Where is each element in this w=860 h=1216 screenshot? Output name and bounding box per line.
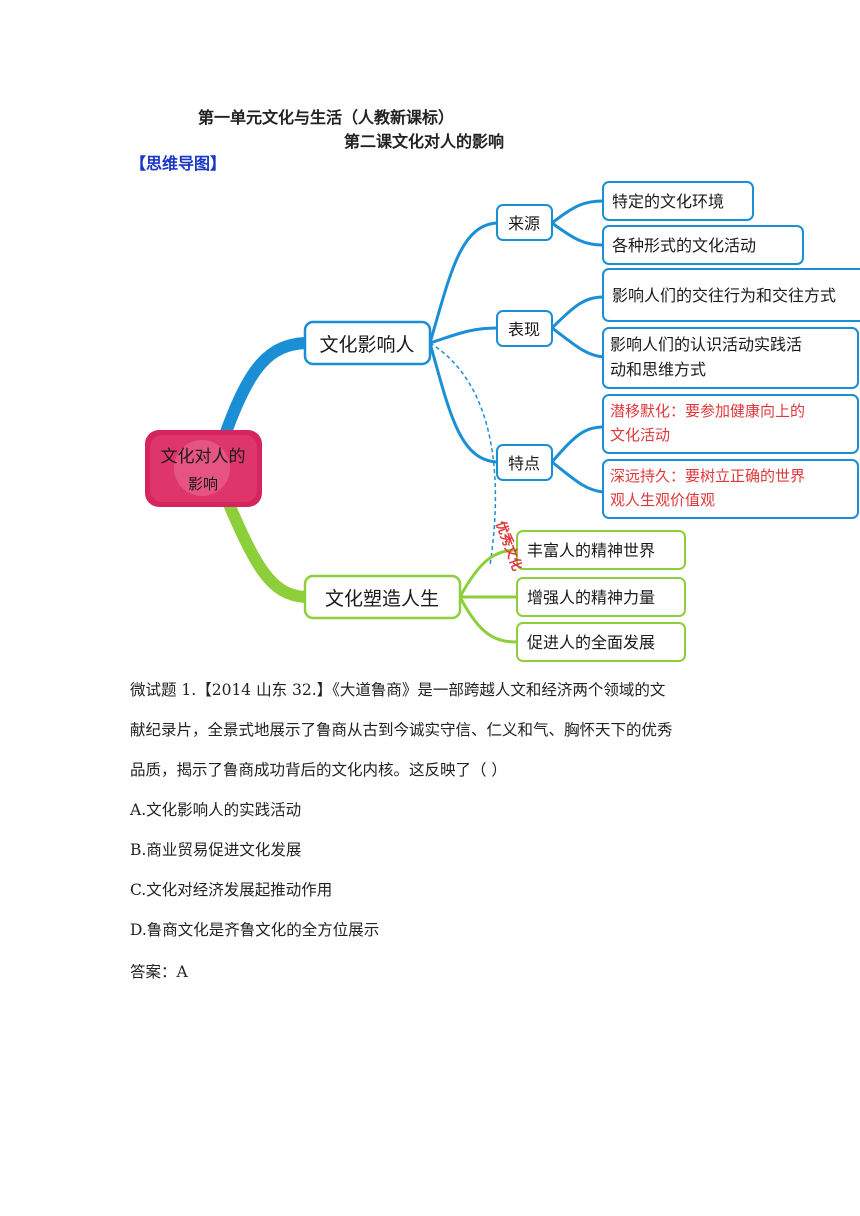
branch1-node: 文化影响人: [303, 320, 432, 366]
dashed-arc-connector: [429, 342, 497, 566]
root-to-branch2-connector: [219, 489, 311, 603]
root-node: 文化对人的 影响: [145, 430, 262, 507]
branch1-to-source-connector: [428, 221, 498, 344]
answer: 答案：A: [130, 963, 188, 981]
leaf-trait-1-line2: 文化活动: [610, 426, 670, 444]
leaf-trait-1: 潜移默化：要参加健康向上的 文化活动: [602, 394, 859, 454]
lesson-title: 第二课文化对人的影响: [344, 132, 505, 151]
leaf-expression-2-line2: 动和思维方式: [610, 360, 706, 379]
branch2-to-leaf3: [458, 596, 518, 644]
leaf-trait-1-line1: 潜移默化：要参加健康向上的: [610, 402, 805, 420]
sub-node-trait: 特点: [496, 444, 553, 481]
question-line-3: 品质，揭示了鲁商成功背后的文化内核。这反映了（ ）: [130, 761, 507, 779]
expression-to-leaf2: [551, 326, 604, 359]
branch1-to-trait-connector: [428, 342, 498, 464]
leaf-expression-1-text: 影响人们的交往行为和交往方式: [612, 286, 836, 305]
source-to-leaf2: [551, 221, 604, 247]
branch2-to-leaf1: [458, 548, 518, 598]
leaf-trait-2-line1: 深远持久：要树立正确的世界: [610, 467, 805, 485]
leaf-shape-2: 增强人的精神力量: [516, 577, 686, 617]
leaf-source-1: 特定的文化环境: [602, 181, 754, 221]
trait-to-leaf1: [550, 425, 604, 463]
branch1-to-expression-connector: [429, 326, 498, 345]
sub-node-expression-label: 表现: [508, 320, 540, 339]
question-line-1: 微试题 1.【2014 山东 32.】《大道鲁商》是一部跨越人文和经济两个领域的…: [130, 681, 666, 699]
root-label-line2: 影响: [188, 475, 218, 493]
question-line-2: 献纪录片，全景式地展示了鲁商从古到今诚实守信、仁义和气、胸怀天下的优秀: [130, 721, 673, 739]
leaf-source-1-text: 特定的文化环境: [612, 192, 724, 211]
leaf-expression-1: 影响人们的交往行为和交往方式: [602, 268, 860, 322]
trait-to-leaf2: [551, 460, 604, 494]
leaf-shape-1: 丰富人的精神世界: [516, 530, 686, 570]
sub-node-source: 来源: [496, 204, 553, 241]
source-to-leaf1: [551, 199, 604, 225]
expression-to-leaf1: [550, 295, 604, 330]
sub-node-trait-label: 特点: [508, 454, 540, 473]
leaf-expression-2-line1: 影响人们的认识活动实践活: [610, 335, 802, 354]
option-c: C.文化对经济发展起推动作用: [130, 881, 333, 899]
branch2-node: 文化塑造人生: [303, 574, 462, 620]
leaf-trait-2-line2: 观人生观价值观: [610, 491, 715, 509]
mind-map: 文化对人的 影响 文化影响人 文化塑造人生 来源 表现 特点 特定的文化环境 各…: [145, 181, 860, 662]
unit-title: 第一单元文化与生活（人教新课标）: [198, 108, 455, 127]
branch2-label: 文化塑造人生: [325, 588, 439, 610]
section-label: 【思维导图】: [130, 154, 227, 173]
leaf-shape-1-text: 丰富人的精神世界: [527, 541, 655, 560]
sub-node-expression: 表现: [496, 310, 553, 347]
root-to-branch1-connector: [219, 337, 311, 441]
leaf-shape-3: 促进人的全面发展: [516, 622, 686, 662]
leaf-source-2-text: 各种形式的文化活动: [612, 236, 756, 255]
option-a: A.文化影响人的实践活动: [130, 801, 302, 819]
leaf-shape-2-text: 增强人的精神力量: [527, 588, 655, 607]
option-b: B.商业贸易促进文化发展: [130, 841, 302, 859]
leaf-expression-2: 影响人们的认识活动实践活 动和思维方式: [602, 327, 859, 389]
leaf-shape-3-text: 促进人的全面发展: [527, 633, 655, 652]
sub-node-source-label: 来源: [508, 214, 540, 233]
branch1-label: 文化影响人: [319, 334, 414, 356]
leaf-source-2: 各种形式的文化活动: [602, 225, 804, 265]
root-label-line1: 文化对人的: [161, 447, 246, 467]
option-d: D.鲁商文化是齐鲁文化的全方位展示: [130, 921, 380, 939]
leaf-trait-2: 深远持久：要树立正确的世界 观人生观价值观: [602, 459, 859, 519]
